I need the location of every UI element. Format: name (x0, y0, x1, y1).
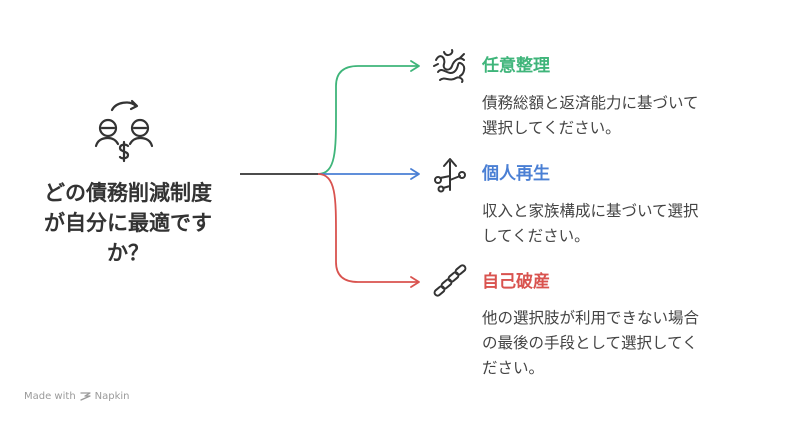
option-desc-2: 収入と家族構成に基づいて選択 してください。 (482, 199, 774, 249)
option-desc-3-line-2: の最後の手段として選択してく (482, 334, 698, 352)
arrowhead-3 (410, 276, 420, 288)
option-desc-1-line-2: 選択してください。 (482, 119, 621, 137)
growth-sprout-icon (434, 158, 466, 193)
option-desc-1-line-1: 債務総額と返済能力に基づいて (482, 94, 699, 112)
question-line-2: が自分に最適です (44, 211, 212, 235)
branch-line-1 (317, 65, 418, 175)
option-desc-1: 債務総額と返済能力に基づいて 選択してください。 (482, 91, 774, 141)
option-desc-3-line-3: ださい。 (482, 359, 545, 377)
chain-icon (433, 264, 467, 297)
made-with-napkin-footer: Made with Napkin (24, 391, 130, 402)
made-with-label: Made with (24, 391, 76, 402)
option-desc-3: 他の選択肢が利用できない場合 の最後の手段として選択してく ださい。 (482, 306, 774, 381)
people-money-cycle-icon (94, 99, 154, 163)
option-desc-2-line-2: してください。 (482, 227, 590, 245)
tangle-icon (433, 49, 466, 83)
option-title-1: 任意整理 (482, 56, 550, 76)
napkin-logo-icon (80, 392, 91, 401)
option-desc-2-line-1: 収入と家族構成に基づいて選択 (482, 202, 699, 220)
question-line-3: か？ (107, 241, 149, 265)
option-title-2: 個人再生 (482, 164, 550, 184)
napkin-brand: Napkin (94, 391, 130, 402)
question-title: どの債務削減制度 が自分に最適です か？ (20, 178, 236, 268)
arrowhead-2 (410, 168, 420, 180)
arrowhead-1 (410, 60, 420, 72)
branch-line-3 (317, 173, 418, 283)
option-desc-3-line-1: 他の選択肢が利用できない場合 (482, 309, 700, 327)
option-title-3: 自己破産 (482, 272, 550, 292)
question-line-1: どの債務削減制度 (44, 181, 212, 205)
